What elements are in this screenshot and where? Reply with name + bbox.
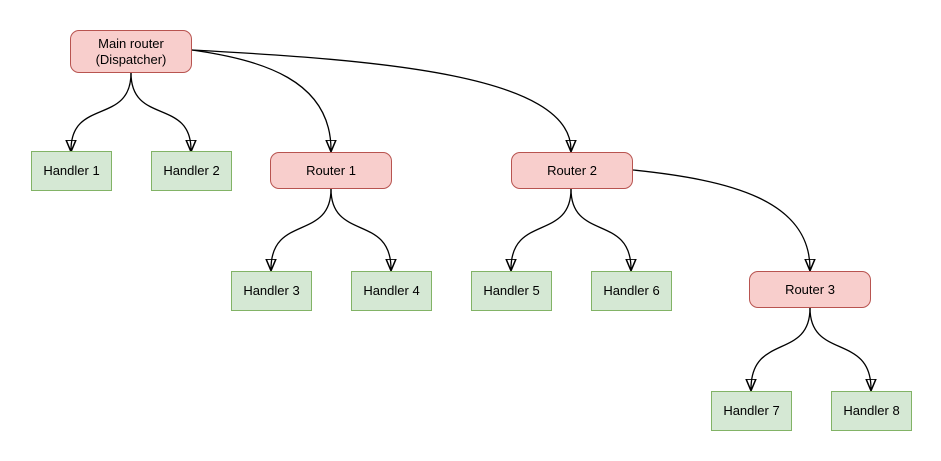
node-handler-5[interactable]: Handler 5 bbox=[471, 271, 552, 311]
node-label: Router 1 bbox=[306, 162, 356, 178]
node-router-1[interactable]: Router 1 bbox=[270, 152, 392, 189]
node-label: Handler 1 bbox=[43, 163, 100, 179]
node-handler-2[interactable]: Handler 2 bbox=[151, 151, 232, 191]
node-label: Handler 6 bbox=[603, 283, 660, 299]
node-router-3[interactable]: Router 3 bbox=[749, 271, 871, 308]
node-handler-3[interactable]: Handler 3 bbox=[231, 271, 312, 311]
node-label: Main router (Dispatcher) bbox=[95, 35, 167, 67]
edge-main-to-handler2 bbox=[130, 72, 191, 150]
node-label: Router 2 bbox=[547, 162, 597, 178]
node-label: Handler 8 bbox=[843, 403, 900, 419]
node-handler-7[interactable]: Handler 7 bbox=[711, 391, 792, 431]
node-label: Handler 5 bbox=[483, 283, 540, 299]
node-handler-4[interactable]: Handler 4 bbox=[351, 271, 432, 311]
node-main-router[interactable]: Main router (Dispatcher) bbox=[70, 30, 192, 73]
node-label: Router 3 bbox=[785, 281, 835, 297]
edge-router1-to-handler3 bbox=[271, 188, 332, 269]
node-router-2[interactable]: Router 2 bbox=[511, 152, 633, 189]
edge-router1-to-handler4 bbox=[330, 188, 391, 269]
node-label: Handler 7 bbox=[723, 403, 780, 419]
edge-router2-to-handler6 bbox=[570, 188, 631, 269]
node-label: Handler 3 bbox=[243, 283, 300, 299]
node-handler-6[interactable]: Handler 6 bbox=[591, 271, 672, 311]
edge-main-to-router2 bbox=[191, 49, 571, 150]
edge-main-to-router1 bbox=[191, 49, 331, 150]
edge-router2-to-router3 bbox=[632, 169, 810, 269]
node-handler-1[interactable]: Handler 1 bbox=[31, 151, 112, 191]
node-label: Handler 2 bbox=[163, 163, 220, 179]
edge-main-to-handler1 bbox=[71, 72, 132, 150]
node-label: Handler 4 bbox=[363, 283, 420, 299]
node-handler-8[interactable]: Handler 8 bbox=[831, 391, 912, 431]
edge-router3-to-handler7 bbox=[751, 307, 811, 389]
edge-router3-to-handler8 bbox=[809, 307, 871, 389]
edge-router2-to-handler5 bbox=[511, 188, 572, 269]
